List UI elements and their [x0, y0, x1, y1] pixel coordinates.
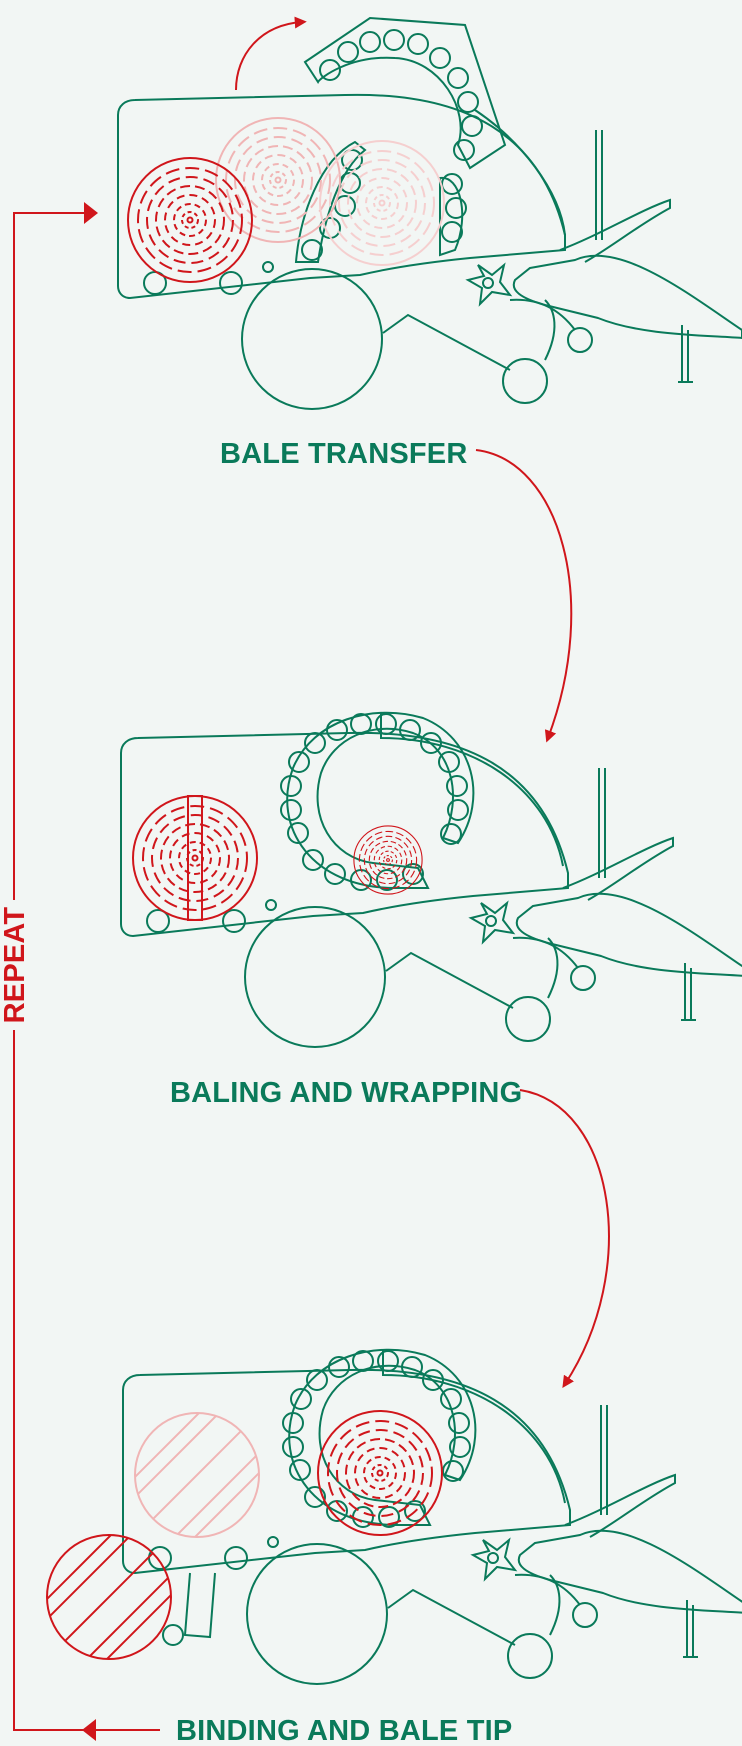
curved-arrow-icon	[236, 22, 302, 90]
baler-machine-icon	[118, 95, 742, 409]
bale-icon-forming	[354, 826, 422, 894]
stage-binding-bale-tip	[29, 1350, 742, 1684]
stage-label-binding-bale-tip: BINDING AND BALE TIP	[176, 1715, 512, 1746]
tip-roller	[163, 1625, 183, 1645]
repeat-loop	[14, 202, 160, 1741]
curved-arrow-icon	[520, 1090, 609, 1384]
bale-icon-faded	[216, 118, 340, 242]
repeat-label: REPEAT	[0, 907, 31, 1024]
stage-label-bale-transfer: BALE TRANSFER	[220, 438, 468, 470]
loop-arrowhead-top	[84, 202, 98, 224]
stage-baling-wrapping	[121, 713, 742, 1047]
bale-icon	[128, 158, 252, 282]
loop-line-bottom	[14, 1030, 160, 1730]
stage-label-baling-wrapping: BALING AND WRAPPING	[170, 1077, 522, 1109]
chamber-rollers-closed	[281, 713, 473, 890]
tip-frame	[185, 1573, 215, 1637]
baler-machine-icon	[121, 733, 742, 1047]
bale-icon-wrapped	[29, 1517, 189, 1677]
bale-icon	[133, 796, 257, 920]
chamber-rollers-open	[296, 18, 565, 262]
bale-icon-faded	[117, 1395, 277, 1555]
curved-arrow-icon	[476, 450, 571, 738]
bale-icon-faded	[320, 141, 444, 265]
loop-arrow-icon	[14, 213, 86, 900]
stage-bale-transfer	[118, 18, 742, 409]
loop-arrowhead-bottom	[82, 1719, 96, 1741]
